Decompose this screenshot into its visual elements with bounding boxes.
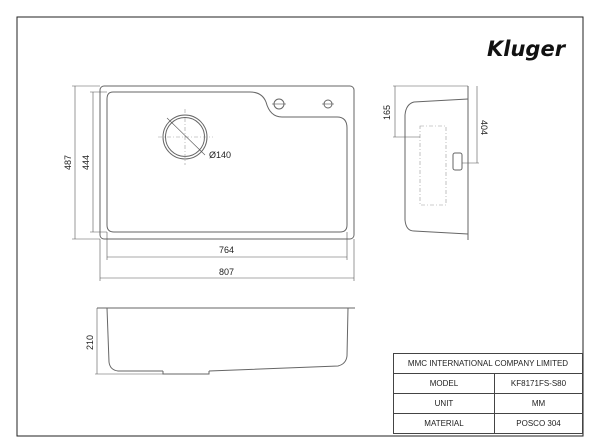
row-label: MATERIAL bbox=[393, 413, 495, 434]
row-label: UNIT bbox=[393, 393, 495, 414]
top-view: Ø140 487 444 764 807 bbox=[63, 85, 355, 281]
row-value: MM bbox=[494, 393, 583, 414]
title-row-model: MODEL KF8171FS-S80 bbox=[393, 373, 583, 394]
front-body-outline bbox=[106, 307, 349, 372]
side-body-outline bbox=[404, 98, 469, 235]
drawing-frame bbox=[16, 16, 584, 437]
title-row-material: MATERIAL POSCO 304 bbox=[393, 413, 583, 434]
dim-label-444: 444 bbox=[81, 155, 91, 170]
dim-label-404: 404 bbox=[479, 120, 489, 135]
title-block: MMC INTERNATIONAL COMPANY LIMITED MODEL … bbox=[393, 353, 583, 434]
sink-outer-rim bbox=[99, 85, 355, 240]
dim-label-487: 487 bbox=[63, 155, 73, 170]
row-value: KF8171FS-S80 bbox=[494, 373, 583, 394]
brand-logo: Kluger bbox=[487, 37, 567, 61]
side-hidden-bowl bbox=[419, 125, 447, 206]
overflow-outlet bbox=[452, 152, 463, 171]
dim-label-210: 210 bbox=[85, 335, 95, 350]
row-value: POSCO 304 bbox=[494, 413, 583, 434]
dim-label-764: 764 bbox=[219, 245, 234, 255]
drain-diameter-label: Ø140 bbox=[209, 150, 231, 160]
row-label: MODEL bbox=[393, 373, 495, 394]
side-view: 165 404 bbox=[382, 85, 489, 240]
front-drain-bump bbox=[162, 371, 210, 375]
sink-bowl-outline bbox=[106, 91, 348, 233]
title-row-unit: UNIT MM bbox=[393, 393, 583, 414]
front-view: 210 bbox=[85, 307, 355, 375]
dim-label-165: 165 bbox=[382, 105, 392, 120]
dim-label-807: 807 bbox=[219, 267, 234, 277]
company-name: MMC INTERNATIONAL COMPANY LIMITED bbox=[393, 353, 583, 374]
drain-diameter-leader bbox=[166, 117, 206, 156]
